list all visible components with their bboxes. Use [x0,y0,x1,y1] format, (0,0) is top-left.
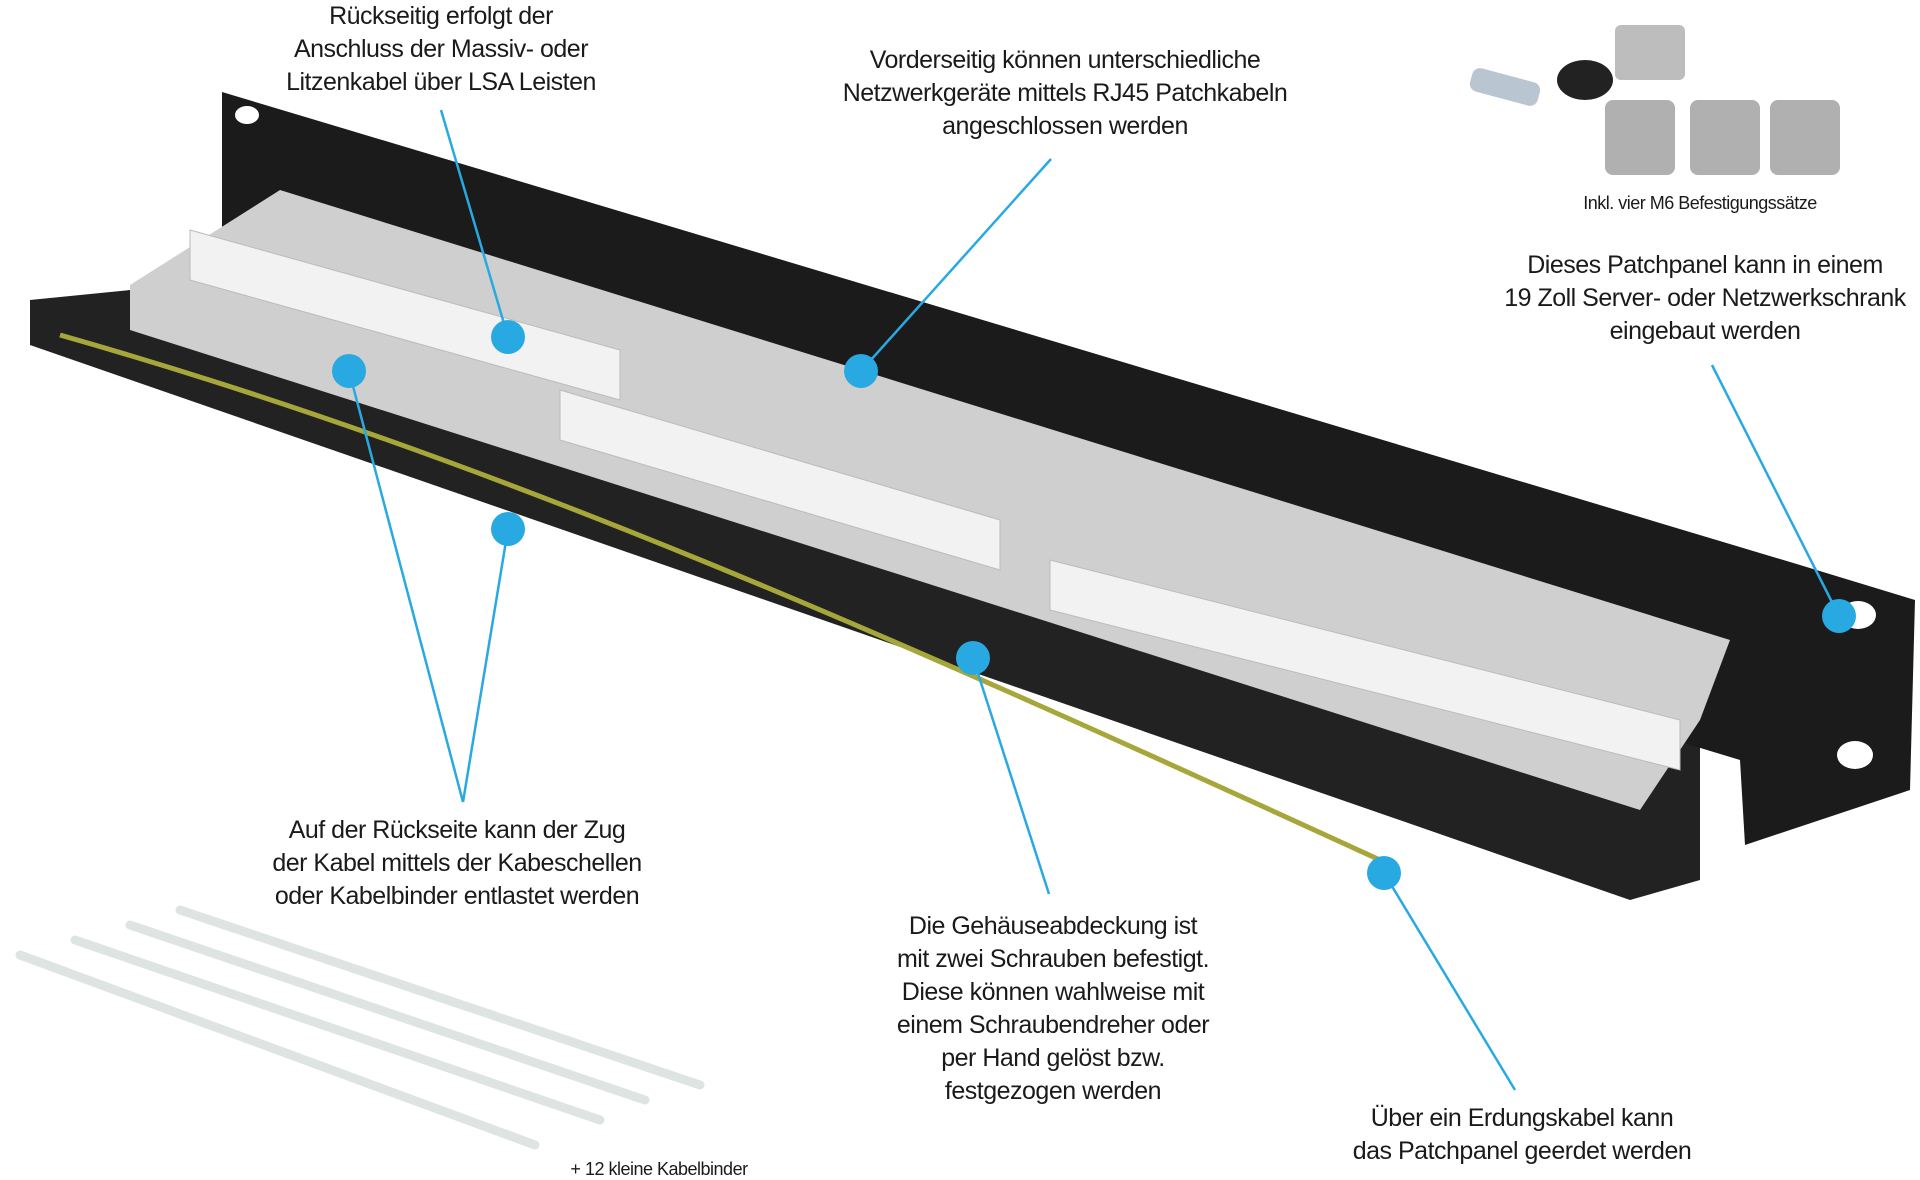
label-cable-ties: + 12 kleine Kabelbinder [570,1159,748,1179]
label-line: Über ein Erdungskabel kann [1370,1104,1674,1132]
label-line: der Kabel mittels der Kabeschellen [272,849,642,877]
label-line: eingebaut werden [1609,317,1801,345]
label-line: Dieses Patchpanel kann in einem [1527,251,1883,279]
label-line: 19 Zoll Server- oder Netzwerkschrank [1504,284,1906,312]
label-line: festgezogen werden [944,1077,1162,1105]
label-line: Diese können wahlweise mit [901,978,1205,1006]
label-rear-lsa: Rückseitig erfolgt der Anschluss der Mas… [286,0,596,99]
label-rack-mount: Dieses Patchpanel kann in einem 19 Zoll … [1504,249,1906,348]
label-line: per Hand gelöst bzw. [941,1044,1165,1072]
label-line: Vorderseitig können unterschiedliche [869,46,1261,74]
rear-tray [30,290,1700,900]
callout-lines [347,109,1841,1091]
label-fixing-sets: Inkl. vier M6 Befestigungssätze [1583,193,1817,213]
label-line: Rückseitig erfolgt der [329,2,553,30]
label-line: Anschluss der Massiv- oder [293,35,589,63]
label-line: Die Gehäuseabdeckung ist [908,912,1198,940]
ground-cable [59,332,1382,863]
m6-fixing-sets [1469,25,1840,175]
callout-dots [332,320,1856,890]
label-line: einem Schraubendreher oder [896,1011,1210,1039]
label-front-rj45: Vorderseitig können unterschiedliche Net… [843,44,1288,143]
label-cover: Die Gehäuseabdeckung ist mit zwei Schrau… [896,910,1210,1108]
label-line: angeschlossen werden [942,112,1188,140]
label-line: oder Kabelbinder entlastet werden [274,882,640,910]
label-line: Litzenkabel über LSA Leisten [286,68,596,96]
label-line: Netzwerkgeräte mittels RJ45 Patchkabeln [842,79,1288,107]
label-grounding: Über ein Erdungskabel kann das Patchpane… [1353,1102,1692,1168]
label-line: mit zwei Schrauben befestigt. [896,945,1210,973]
label-strain-relief: Auf der Rückseite kann der Zug der Kabel… [272,814,642,913]
cable-ties [15,905,705,1150]
label-line: Auf der Rückseite kann der Zug [288,816,626,844]
lsa-modules [189,229,1681,771]
label-line: das Patchpanel geerdet werden [1352,1137,1692,1165]
